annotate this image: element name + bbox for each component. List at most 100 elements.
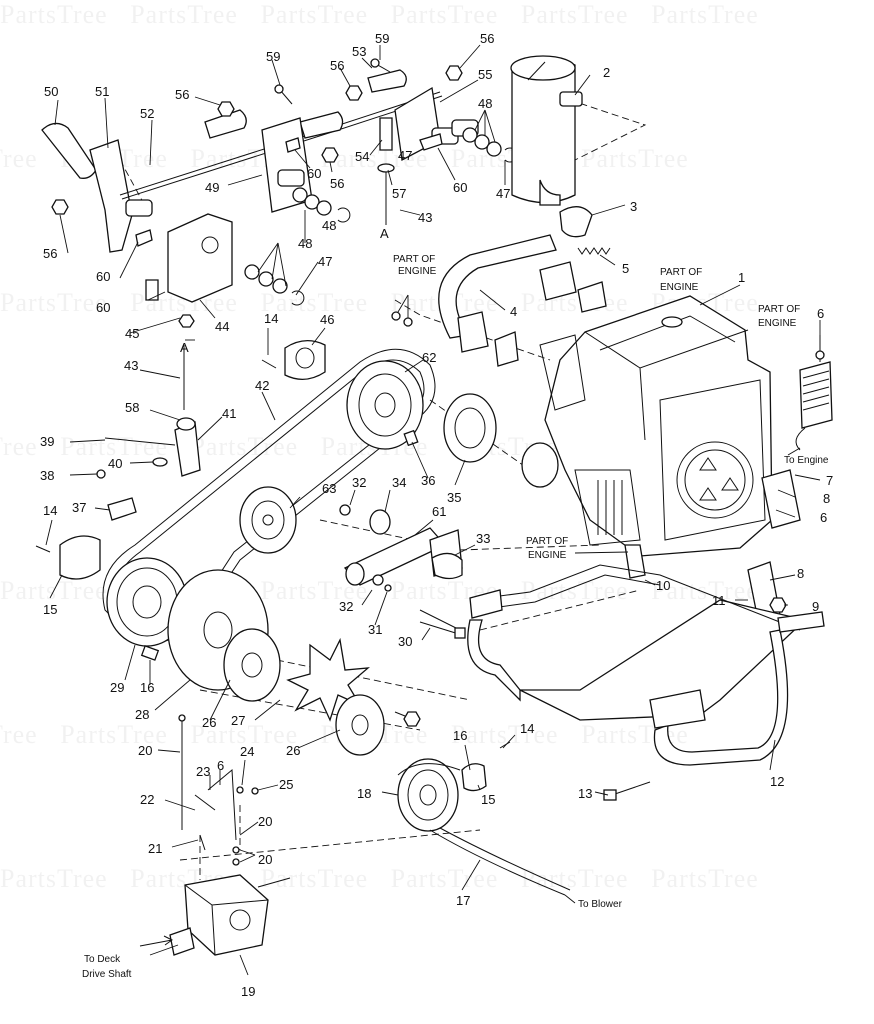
callout-54: 54 xyxy=(355,149,369,164)
nut xyxy=(321,147,339,163)
callout-16: 16 xyxy=(140,680,154,695)
callout-59: 59 xyxy=(266,49,280,64)
nut xyxy=(51,199,69,215)
callout-25: 25 xyxy=(279,777,293,792)
drive-belt-system xyxy=(102,348,497,647)
text-labels: PART OF ENGINE PART OF ENGINE PART OF EN… xyxy=(82,254,829,980)
callout-33: 33 xyxy=(476,531,490,546)
label-part-of-engine-2-engine: ENGINE xyxy=(660,282,699,293)
bushing xyxy=(125,199,153,217)
callout-13: 13 xyxy=(578,786,592,801)
nut xyxy=(769,597,787,613)
callout-24: 24 xyxy=(240,744,254,759)
callout-50: 50 xyxy=(44,84,58,99)
callout-62: 62 xyxy=(422,350,436,365)
rod-end xyxy=(204,109,247,139)
callout-36: 36 xyxy=(421,473,435,488)
callout-numbers: 1 2 3 4 5 6 6 6 7 8 8 9 10 11 12 13 14 1… xyxy=(40,31,833,999)
jackshaft-pulley xyxy=(346,360,424,450)
callout-17: 17 xyxy=(456,893,470,908)
mounting-bracket xyxy=(167,213,233,303)
callout-28: 28 xyxy=(135,707,149,722)
callout-56: 56 xyxy=(175,87,189,102)
gearbox-assembly xyxy=(169,714,291,956)
callout-2: 2 xyxy=(603,65,610,80)
callout-26: 26 xyxy=(202,715,216,730)
callout-20: 20 xyxy=(258,814,272,829)
label-part-of-engine-1-engine: ENGINE xyxy=(398,266,437,277)
callout-56: 56 xyxy=(330,176,344,191)
callout-38: 38 xyxy=(40,468,54,483)
callout-7: 7 xyxy=(826,473,833,488)
exhaust-elbow xyxy=(559,206,593,238)
callout-21: 21 xyxy=(148,841,162,856)
muffler xyxy=(511,58,576,204)
callout-15: 15 xyxy=(481,792,495,807)
callout-26: 26 xyxy=(286,743,300,758)
callout-11: 11 xyxy=(712,593,726,608)
callout-35: 35 xyxy=(447,490,461,505)
callout-15: 15 xyxy=(43,602,57,617)
callout-58: 58 xyxy=(125,400,139,415)
callout-47: 47 xyxy=(496,186,510,201)
callout-A: A xyxy=(180,340,189,355)
control-knob xyxy=(41,122,97,179)
callout-61: 61 xyxy=(432,504,446,519)
engine xyxy=(521,295,773,579)
label-part-of-engine-4: PART OF xyxy=(526,536,568,547)
label-part-of-engine-2: PART OF xyxy=(660,267,702,278)
callout-60: 60 xyxy=(453,180,467,195)
label-part-of-engine-4-engine: ENGINE xyxy=(528,550,567,561)
callout-63: 63 xyxy=(322,481,336,496)
fan-blade xyxy=(286,637,370,722)
hub-plate xyxy=(223,628,281,702)
callout-56: 56 xyxy=(43,246,57,261)
label-to-deck: To Deck xyxy=(84,954,121,965)
callout-9: 9 xyxy=(812,599,819,614)
callout-8: 8 xyxy=(823,491,830,506)
control-linkage xyxy=(41,58,518,306)
gearbox xyxy=(184,874,269,956)
callout-14: 14 xyxy=(520,721,534,736)
frame-plate xyxy=(519,599,807,721)
filter-relay-assembly xyxy=(747,335,833,621)
control-lever xyxy=(89,139,133,253)
callout-8: 8 xyxy=(797,566,804,581)
callout-60: 60 xyxy=(307,166,321,181)
callout-39: 39 xyxy=(40,434,54,449)
callout-60: 60 xyxy=(96,300,110,315)
callout-48: 48 xyxy=(478,96,492,111)
callout-57: 57 xyxy=(392,186,406,201)
idler-pulley xyxy=(239,486,297,554)
callout-20: 20 xyxy=(138,743,152,758)
rod-end xyxy=(299,111,344,139)
label-part-of-engine-3: PART OF xyxy=(758,304,800,315)
callout-43: 43 xyxy=(124,358,138,373)
callout-30: 30 xyxy=(398,634,412,649)
blower-drive xyxy=(397,741,571,896)
callout-53: 53 xyxy=(352,44,366,59)
engine-block xyxy=(544,295,773,557)
callout-14: 14 xyxy=(264,311,278,326)
callout-44: 44 xyxy=(215,319,229,334)
engine-frame xyxy=(467,564,825,801)
callout-48: 48 xyxy=(298,236,312,251)
nut xyxy=(445,65,463,81)
callout-20: 20 xyxy=(258,852,272,867)
label-to-blower: To Blower xyxy=(578,899,623,910)
callout-60: 60 xyxy=(96,269,110,284)
callout-32: 32 xyxy=(352,475,366,490)
callout-6: 6 xyxy=(820,510,827,525)
label-part-of-engine-1: PART OF xyxy=(393,254,435,265)
callout-23: 23 xyxy=(196,764,210,779)
callout-22: 22 xyxy=(140,792,154,807)
callout-34: 34 xyxy=(392,475,406,490)
callout-56: 56 xyxy=(330,58,344,73)
callout-18: 18 xyxy=(357,786,371,801)
callout-46: 46 xyxy=(320,312,334,327)
callout-56: 56 xyxy=(480,31,494,46)
nut xyxy=(178,314,195,328)
blower-pulley xyxy=(443,393,497,463)
callout-43: 43 xyxy=(418,210,432,225)
